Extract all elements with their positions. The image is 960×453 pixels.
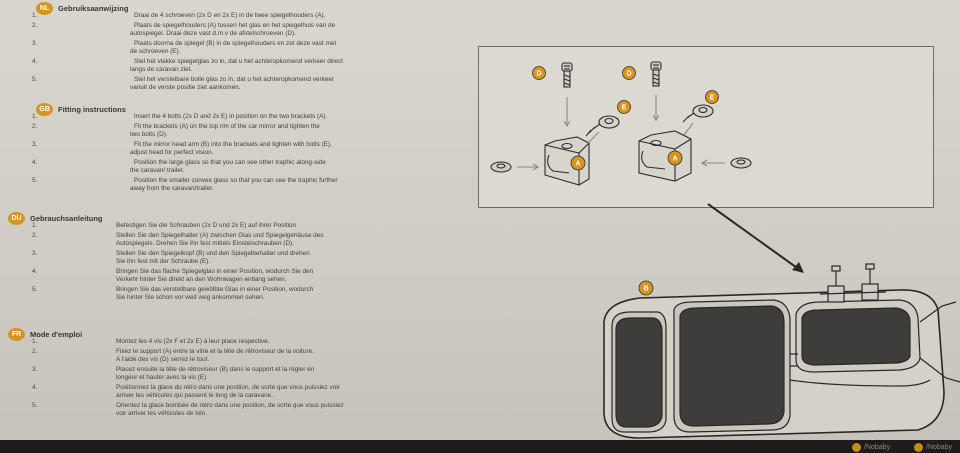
language-badge: FR — [8, 328, 25, 341]
footer-bar: /Nobaby /Nobaby — [0, 440, 960, 453]
step-number: 5. — [32, 402, 38, 409]
washer-e-left — [585, 115, 620, 137]
label-e-left: E — [622, 105, 627, 112]
step-text: Positionnez la glace du rétro dans une p… — [116, 384, 340, 391]
disc-right — [730, 157, 752, 169]
facebook-icon — [852, 442, 861, 452]
label-d-right: D — [626, 71, 631, 78]
step-text: Placez ensuite la tête de rétroviseur (B… — [116, 366, 315, 373]
step-text: Stellen Sie den Spiegelkopf (B) und den … — [116, 250, 310, 257]
section-title: Mode d'emploi — [30, 330, 83, 339]
step-number: 4. — [32, 159, 38, 166]
step-number: 3. — [32, 250, 38, 257]
step-number: 4. — [32, 58, 38, 65]
step-number: 1. — [32, 338, 38, 345]
language-badge: DU — [8, 212, 25, 225]
label-a-right: A — [672, 156, 677, 163]
step-number: 3. — [32, 141, 38, 148]
step-number: 5. — [32, 76, 38, 83]
language-badge: GB — [36, 103, 53, 116]
step-text: Position the large glass so that you can… — [134, 159, 326, 166]
social-link-1[interactable]: /Nobaby — [852, 442, 890, 452]
language-badge: NL — [36, 2, 53, 15]
step-text: Fit the brackets (A) on the top rim of t… — [134, 123, 320, 130]
bolt-d-left — [561, 62, 573, 88]
step-number: 4. — [32, 268, 38, 275]
step-text: Bringen Sie das flache Spiegelglas in ei… — [116, 268, 314, 275]
social-link-2[interactable]: /Nobaby — [914, 442, 952, 452]
label-d-left: D — [536, 71, 541, 78]
step-text: Stellen Sie den Spiegelhalter (A) zwisch… — [116, 232, 324, 239]
section-title: Fitting instructions — [58, 105, 126, 114]
step-text: Plaats de spiegelhouders (A) tussen het … — [134, 22, 336, 29]
label-a-left: A — [575, 161, 580, 168]
step-number: 3. — [32, 40, 38, 47]
bracket-a-left — [544, 136, 590, 186]
section-title: Gebrauchsanleitung — [30, 214, 103, 223]
step-text: away from the caravan/trailer. — [130, 185, 214, 192]
label-b: B — [643, 286, 648, 293]
step-number: 1. — [32, 222, 38, 229]
step-text: the caravan/ trailer. — [130, 167, 185, 174]
step-number: 2. — [32, 123, 38, 130]
step-text: voir arriver les véhicules de loin. — [116, 410, 207, 417]
step-text: Stel het vlakke spiegelglas zo in, dat u… — [134, 58, 343, 65]
step-number: 4. — [32, 384, 38, 391]
step-text: Stel het verstelbare bolle glas zo in, d… — [134, 76, 335, 83]
mirror-figure: B — [600, 262, 960, 440]
pointer-arrow — [707, 203, 804, 273]
assembly-drawing: D D E E A A — [490, 61, 752, 186]
step-text: Autospiegels. Drehen Sie ihn fest mittel… — [116, 240, 294, 247]
step-number: 3. — [32, 366, 38, 373]
step-text: vanuit de verste positie ziet aankomen. — [130, 84, 241, 91]
step-text: de schroeven (E). — [130, 48, 181, 55]
step-number: 1. — [32, 12, 38, 19]
assembly-figure: D D E E A A — [478, 46, 934, 208]
step-text: Sie ihn fest mit der Schraube (E). — [116, 258, 211, 265]
step-text: Montez les 4 vis (2x F et 2x E) à leur p… — [116, 338, 270, 345]
instruction-sheet: NL Gebruiksaanwijzing 1. Draai de 4 schroev… — [0, 0, 960, 440]
step-number: 2. — [32, 348, 38, 355]
step-number: 2. — [32, 232, 38, 239]
step-text: adjust head for perfect vision. — [130, 149, 214, 156]
step-text: Plaats doorna de spiegel (B) in de spieg… — [134, 40, 337, 47]
step-text: Befestigen Sie die Schrauben (2x D und 2… — [116, 222, 297, 229]
step-text: longeur et hauter avec la vis (E) — [116, 374, 207, 381]
mounted-brackets — [819, 263, 887, 303]
social-handle-2: /Nobaby — [926, 443, 953, 451]
disc-left — [490, 161, 512, 173]
step-text: two bolts (D). — [130, 131, 168, 138]
step-number: 5. — [32, 286, 38, 293]
bolt-d-right — [650, 61, 662, 87]
step-text: Fixez le support (A) entre la vitre et l… — [116, 348, 314, 355]
step-text: Bringen Sie das verstellbare gewölbte Gl… — [116, 286, 314, 293]
step-text: Verkehr hinter Sie direkt an den Wohnwag… — [116, 276, 287, 283]
label-e-right: E — [710, 95, 715, 102]
instagram-icon — [914, 442, 923, 452]
step-text: Insert the 4 bolts (2x D and 2x E) in po… — [134, 113, 328, 120]
step-text: Orientez la glace bombée de rétro dans u… — [116, 402, 344, 409]
step-text: Sie hinter Sie schon vor weit weg ankomm… — [116, 294, 265, 301]
washer-e-right — [682, 104, 714, 123]
social-handle-1: /Nobaby — [864, 443, 891, 451]
step-text: A l'aide des vis (D) serrez le tout. — [116, 356, 210, 363]
step-text: autospiegel. Draai deze vast d.m.v de af… — [130, 30, 296, 37]
step-text: Position the smaller convex glass so tha… — [134, 177, 338, 184]
bracket-a-right — [638, 130, 692, 182]
step-text: Draai de 4 schroeven (2x D en 2x E) in d… — [134, 12, 326, 19]
step-text: arriver les véhicules qui passent le lon… — [116, 392, 274, 399]
step-number: 1. — [32, 113, 38, 120]
mirror-drawing: B — [603, 263, 960, 439]
step-number: 2. — [32, 22, 38, 29]
step-number: 5. — [32, 177, 38, 184]
step-text: Fit the mirror head arm (B) into the bra… — [134, 141, 332, 148]
step-text: langs de caravan ziet. — [130, 66, 193, 73]
section-title: Gebruiksaanwijzing — [58, 4, 129, 13]
